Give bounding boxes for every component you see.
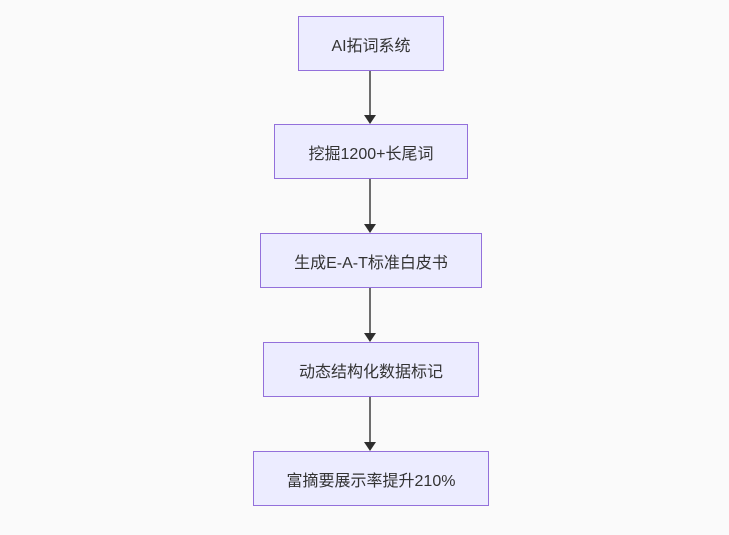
arrowhead-down-icon	[364, 224, 376, 233]
arrowhead-down-icon	[364, 333, 376, 342]
flowchart-node-structured-data-markup: 动态结构化数据标记	[263, 342, 479, 397]
arrowhead-down-icon	[364, 115, 376, 124]
node-label: 生成E-A-T标准白皮书	[294, 254, 448, 272]
node-label: 动态结构化数据标记	[298, 363, 443, 381]
edge-line	[369, 71, 371, 116]
edge-line	[369, 397, 371, 443]
flowchart-node-eat-whitepaper: 生成E-A-T标准白皮书	[260, 233, 482, 288]
arrowhead-down-icon	[364, 442, 376, 451]
node-label: 挖掘1200+长尾词	[308, 145, 434, 163]
flowchart-node-ai-keyword-system: AI拓词系统	[298, 16, 444, 71]
edge-line	[369, 179, 371, 225]
node-label: 富摘要展示率提升210%	[286, 472, 456, 490]
flowchart-node-longtail-mining: 挖掘1200+长尾词	[274, 124, 468, 179]
flowchart-node-rich-snippet-result: 富摘要展示率提升210%	[253, 451, 489, 506]
edge-line	[369, 288, 371, 334]
node-label: AI拓词系统	[331, 37, 411, 55]
